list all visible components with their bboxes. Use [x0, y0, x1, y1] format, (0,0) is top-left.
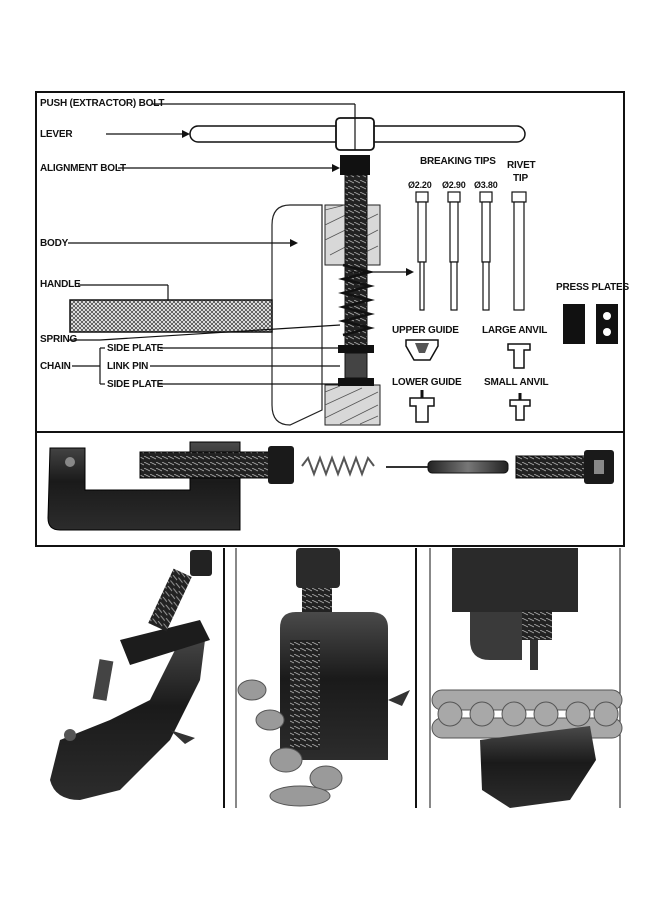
frame-bolt-nut	[268, 446, 294, 484]
label-lever: LEVER	[40, 129, 73, 140]
label-spring: SPRING	[40, 334, 78, 345]
body-outline	[271, 204, 323, 426]
label-handle: HANDLE	[40, 279, 81, 290]
label-large-anvil: LARGE ANVIL	[482, 325, 548, 336]
lower-guide	[409, 397, 435, 423]
press-plate-solid	[563, 304, 585, 344]
press-plate-holes	[596, 304, 618, 344]
label-alignment-bolt: ALIGNMENT BOLT	[40, 163, 126, 174]
label-tip-1: Ø2.20	[408, 180, 432, 190]
photo-closeup	[431, 548, 623, 808]
label-side-plate-top: SIDE PLATE	[107, 343, 164, 354]
alignment-bolt-head	[340, 155, 370, 175]
label-push-bolt: PUSH (EXTRACTOR) BOLT	[40, 98, 165, 109]
label-rivet: RIVET	[507, 160, 536, 171]
label-small-anvil: SMALL ANVIL	[484, 377, 549, 388]
label-breaking-tips: BREAKING TIPS	[420, 156, 496, 167]
label-side-plate-bottom: SIDE PLATE	[107, 379, 164, 390]
label-press-plates: PRESS PLATES	[556, 282, 629, 293]
parts-frame	[35, 431, 625, 547]
label-rivet-tip: TIP	[513, 173, 528, 184]
photo-tool-angled	[50, 550, 212, 800]
small-anvil	[509, 399, 531, 421]
frame-bolt	[139, 451, 271, 479]
label-link-pin: LINK PIN	[107, 361, 149, 372]
large-anvil	[507, 343, 531, 369]
parts-bolt	[515, 455, 587, 479]
label-body: BODY	[40, 238, 69, 249]
label-chain: CHAIN	[40, 361, 71, 372]
label-tip-3: Ø3.80	[474, 180, 498, 190]
label-tip-2: Ø2.90	[442, 180, 466, 190]
label-lower-guide: LOWER GUIDE	[392, 377, 462, 388]
photo-tool-on-chain	[237, 548, 410, 807]
parts-row	[47, 441, 614, 531]
handle-knurled	[69, 299, 273, 333]
parts-tip	[427, 460, 509, 474]
parts-spring	[301, 455, 375, 477]
spring	[338, 263, 375, 337]
label-upper-guide: UPPER GUIDE	[392, 325, 459, 336]
breaking-tips	[415, 191, 527, 311]
